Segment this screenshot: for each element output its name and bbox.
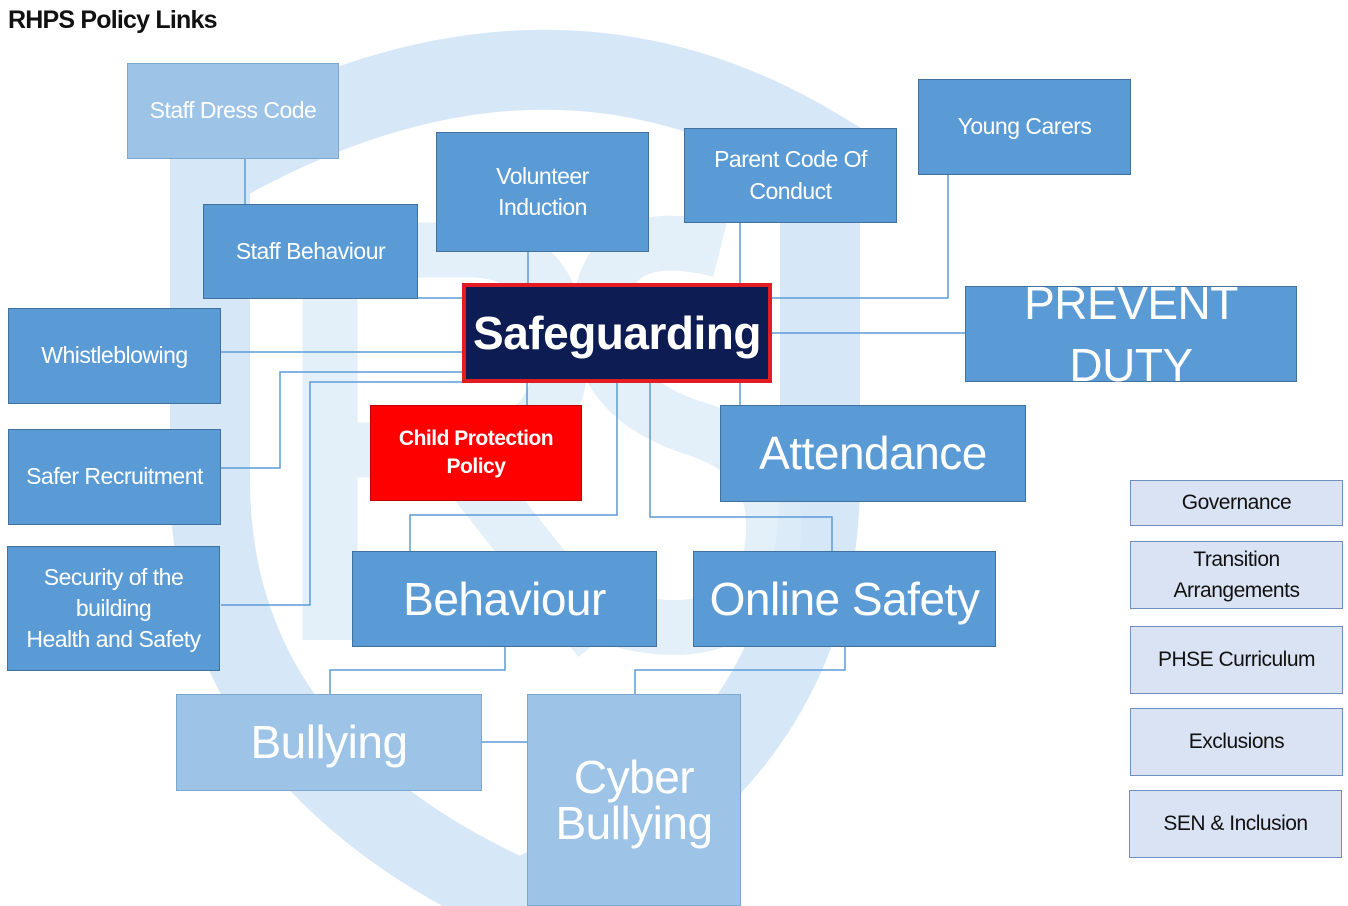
side-sen-inclusion[interactable]: SEN & Inclusion [1129, 790, 1342, 858]
node-behaviour[interactable]: Behaviour [352, 551, 657, 647]
node-bullying[interactable]: Bullying [176, 694, 482, 791]
node-attendance[interactable]: Attendance [720, 405, 1026, 502]
node-prevent-duty[interactable]: PREVENT DUTY [965, 277, 1297, 391]
node-safer-recruitment[interactable]: Safer Recruitment [8, 429, 221, 525]
side-governance[interactable]: Governance [1130, 480, 1343, 526]
node-child-protection-policy[interactable]: Child Protection Policy [370, 405, 582, 501]
node-cyber-bullying[interactable]: Cyber Bullying [527, 694, 741, 906]
side-transition-arrangements[interactable]: Transition Arrangements [1130, 541, 1343, 609]
node-volunteer-induction[interactable]: Volunteer Induction [436, 132, 649, 252]
node-staff-dress-code[interactable]: Staff Dress Code [127, 63, 339, 159]
node-whistleblowing[interactable]: Whistleblowing [8, 308, 221, 404]
node-safeguarding[interactable]: Safeguarding [462, 283, 772, 383]
node-online-safety[interactable]: Online Safety [693, 551, 996, 647]
side-phse-curriculum[interactable]: PHSE Curriculum [1130, 626, 1343, 694]
side-exclusions[interactable]: Exclusions [1130, 708, 1343, 776]
page-title: RHPS Policy Links [8, 6, 218, 34]
node-young-carers[interactable]: Young Carers [918, 79, 1131, 175]
node-security-health-safety[interactable]: Security of the building Health and Safe… [7, 546, 220, 671]
node-parent-code-of-conduct[interactable]: Parent Code Of Conduct [684, 128, 897, 223]
node-staff-behaviour[interactable]: Staff Behaviour [203, 204, 418, 299]
